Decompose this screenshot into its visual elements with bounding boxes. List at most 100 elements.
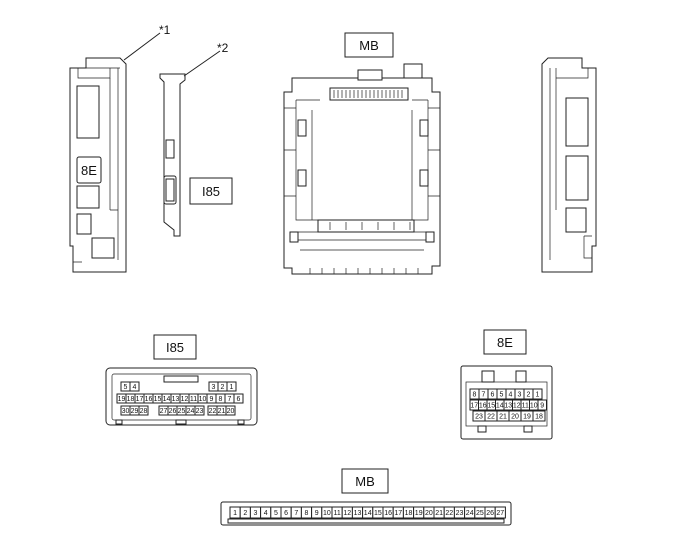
- 8e-pin-number: 11: [522, 403, 529, 410]
- i85-pin-cell: [138, 405, 149, 416]
- mb-pin-number: 15: [374, 510, 382, 517]
- 8e-pin-number: 15: [487, 403, 495, 410]
- i85-pin-number: 20: [227, 408, 235, 415]
- mb-pin-number: 7: [294, 510, 298, 517]
- i85-pin-number: 2: [221, 384, 225, 391]
- i85-pin-number: 3: [212, 384, 216, 391]
- ecu-side-view-right: [541, 57, 597, 273]
- mb-pin-number: 8: [305, 510, 309, 517]
- mb-pin-number: 6: [284, 510, 288, 517]
- mb-pin-number: 5: [274, 510, 278, 517]
- 8e-pin-number: 1: [536, 392, 540, 399]
- 8e-pin-number: 18: [535, 414, 543, 421]
- 8e-box-label: 8E: [483, 329, 527, 355]
- i85-pin-number: 22: [209, 408, 217, 415]
- mb-pin-number: 11: [333, 510, 340, 517]
- 8e-pin-number: 7: [482, 392, 486, 399]
- i85-pin-number: 30: [122, 408, 130, 415]
- i85-pin-number: 24: [187, 408, 195, 415]
- mb-pin-number: 13: [354, 510, 362, 517]
- mb-pin-cell: [494, 506, 506, 519]
- 8e-pin-number: 2: [527, 392, 531, 399]
- i85-pin-number: 26: [169, 408, 177, 415]
- callout-2: *2: [183, 41, 229, 77]
- mb-pin-number: 10: [323, 510, 331, 517]
- mb-box-label: MB: [341, 468, 389, 494]
- 8e-pin-number: 6: [491, 392, 495, 399]
- mb-pin-number: 3: [254, 510, 258, 517]
- mb-pin-number: 24: [466, 510, 474, 517]
- mb-pin-number: 16: [384, 510, 392, 517]
- mb-pin-number: 18: [405, 510, 413, 517]
- mb-pin-number: 20: [425, 510, 433, 517]
- mb-pin-number: 1: [233, 510, 237, 517]
- mb-pin-number: 26: [486, 510, 494, 517]
- i85-pin-number: 21: [218, 408, 226, 415]
- i85-pin-number: 10: [199, 396, 207, 403]
- 8e-pin-number: 5: [500, 392, 504, 399]
- 8e-pin-number: 22: [487, 414, 495, 421]
- 8e-pin-number: 14: [496, 403, 504, 410]
- 8e-pin-number: 9: [540, 403, 544, 410]
- svg-text:I85: I85: [202, 184, 220, 199]
- mb-pin-number: 14: [364, 510, 372, 517]
- i85-pin-number: 18: [127, 396, 135, 403]
- ecu-front-view: [283, 63, 441, 275]
- connector-8e-label: 8E: [81, 163, 97, 178]
- svg-text:8E: 8E: [497, 335, 513, 350]
- callout-1-text: *1: [159, 23, 171, 37]
- i85-pin-number: 8: [219, 396, 223, 403]
- mb-pin-number: 27: [496, 510, 504, 517]
- svg-text:MB: MB: [355, 474, 375, 489]
- i85-pin-number: 17: [136, 396, 144, 403]
- i85-pin-number: 12: [181, 396, 189, 403]
- mb-pin-number: 2: [243, 510, 247, 517]
- i85-pin-cell: [233, 393, 244, 404]
- 8e-pin-number: 4: [509, 392, 513, 399]
- i85-pin-number: 25: [178, 408, 186, 415]
- i85-pin-number: 29: [131, 408, 139, 415]
- i85-pin-number: 19: [118, 396, 126, 403]
- i85-pin-number: 5: [124, 384, 128, 391]
- 8e-pin-number: 12: [513, 403, 521, 410]
- i85-connector-face: [105, 367, 258, 426]
- mb-pin-number: 19: [415, 510, 423, 517]
- svg-text:I85: I85: [166, 340, 184, 355]
- i85-pin-number: 14: [163, 396, 171, 403]
- mb-pin-number: 23: [456, 510, 464, 517]
- i85-pin-number: 27: [160, 408, 168, 415]
- 8e-pin-number: 10: [530, 403, 538, 410]
- callout-1: *1: [123, 23, 171, 61]
- i85-pin-cell: [226, 381, 237, 392]
- i85-box-label: I85: [153, 334, 197, 360]
- mb-connector-face: [220, 501, 512, 526]
- bracket-side-view: [159, 73, 186, 237]
- mb-pin-number: 25: [476, 510, 484, 517]
- i85-pin-number: 28: [140, 408, 148, 415]
- 8e-pin-cell: [532, 410, 546, 422]
- mb-pin-number: 22: [445, 510, 453, 517]
- svg-text:MB: MB: [359, 38, 379, 53]
- 8e-pin-cell: [532, 388, 543, 400]
- mb-pin-number: 17: [394, 510, 402, 517]
- 8e-pin-number: 19: [523, 414, 531, 421]
- i85-pin-cell: [194, 405, 205, 416]
- mb-pin-number: 21: [435, 510, 443, 517]
- mb-pin-number: 4: [264, 510, 268, 517]
- 8e-pin-number: 16: [479, 403, 487, 410]
- i85-pin-number: 11: [190, 396, 197, 403]
- i85-pin-number: 6: [237, 396, 241, 403]
- callout-2-text: *2: [217, 41, 229, 55]
- i85-pin-number: 13: [172, 396, 180, 403]
- i85-pin-number: 16: [145, 396, 153, 403]
- 8e-pin-number: 23: [475, 414, 483, 421]
- connector-8e-marker: 8E: [76, 156, 102, 184]
- mb-socket-teeth: [333, 90, 403, 98]
- mb-top-label: MB: [344, 32, 394, 58]
- 8e-pin-number: 13: [504, 403, 512, 410]
